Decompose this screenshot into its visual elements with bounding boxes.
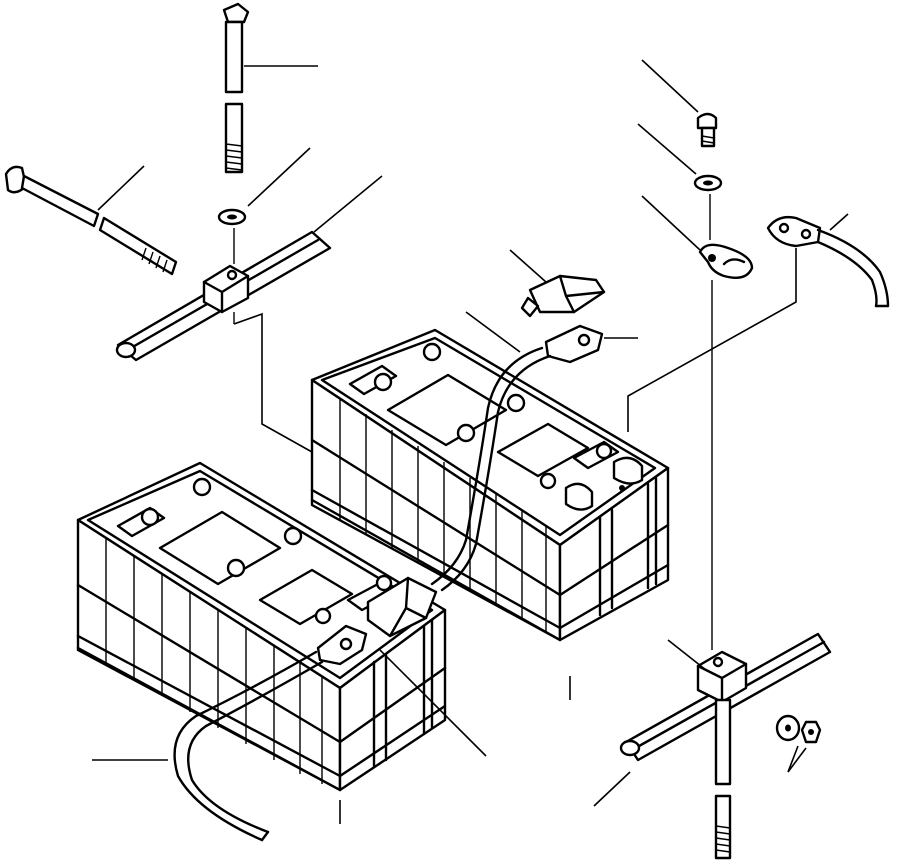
nut <box>800 720 822 744</box>
leader-lines <box>92 59 849 824</box>
hold-down-rod <box>714 698 732 860</box>
battery-hold-down-clamp-right <box>619 632 832 762</box>
battery-hold-down-clamp-left <box>115 230 332 362</box>
rod-guide-line <box>709 194 713 650</box>
terminal-cap <box>520 274 606 318</box>
hold-down-bolt <box>696 112 718 148</box>
ground-cable <box>766 215 890 308</box>
negative-cable <box>173 624 368 842</box>
washer <box>217 208 247 226</box>
clip <box>698 243 754 279</box>
hold-down-bolt <box>4 165 178 276</box>
positive-cable <box>366 324 604 638</box>
hold-down-rod <box>222 2 250 174</box>
battery-right <box>310 328 670 642</box>
washer <box>775 714 801 742</box>
washer <box>693 174 723 192</box>
